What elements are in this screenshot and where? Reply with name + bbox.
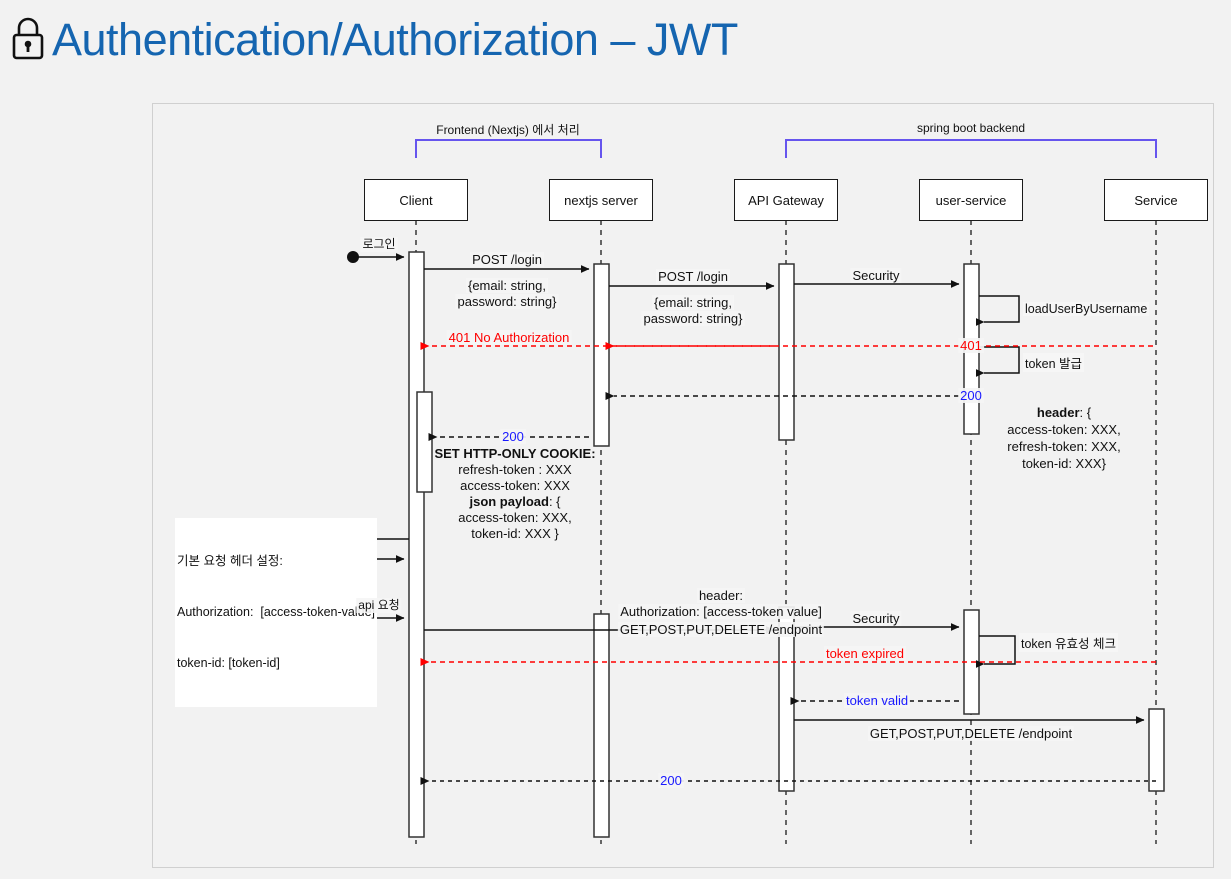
arrow-self-token-issue [976, 346, 1020, 377]
group-label-backend: spring boot backend [912, 121, 1030, 135]
note-payload-key: json payload [469, 494, 549, 509]
label-login-body-2-line1: {email: string, [651, 295, 735, 310]
arrow-self-loaduser [976, 295, 1020, 326]
note-default-header-line1: 기본 요청 헤더 설정: [177, 554, 283, 568]
note-default-request-header: 기본 요청 헤더 설정: Authorization: [access-toke… [175, 518, 378, 707]
title-text: Authentication/Authorization – JWT [52, 13, 738, 65]
lock-icon [8, 15, 48, 63]
label-api-request: api 요청 [356, 598, 402, 613]
participant-nextjs-server[interactable]: nextjs server [549, 179, 653, 221]
page-title: Authentication/Authorization – JWT [8, 8, 738, 70]
participant-label: Service [1134, 192, 1178, 208]
note-payload-title: json payload: { [434, 494, 595, 510]
diagram-canvas [347, 139, 1165, 844]
note-header-line3: token-id: XXX} [1022, 456, 1106, 471]
label-200-final: 200 [658, 773, 684, 788]
participant-api-gateway[interactable]: API Gateway [734, 179, 838, 221]
label-token-valid: token valid [844, 693, 911, 708]
participant-service[interactable]: Service [1104, 179, 1208, 221]
arrow-default-header-note [374, 538, 409, 563]
note-header-line2: refresh-token: XXX, [1007, 439, 1121, 454]
note-default-header-line2: Authorization: [access-token-value] [177, 605, 376, 619]
label-security-1: Security [850, 268, 902, 283]
participant-label: user-service [935, 192, 1007, 208]
participant-label: Client [399, 192, 433, 208]
label-authorization-value: Authorization: [access-token value] [618, 604, 824, 619]
group-label-frontend: Frontend (Nextjs) 에서 처리 [432, 121, 584, 138]
note-cookie-line2: access-token: XXX [460, 478, 570, 493]
note-header-key: header [1036, 405, 1080, 420]
label-token-validity-check: token 유효성 체크 [1019, 633, 1119, 652]
note-cookie-title: SET HTTP-ONLY COOKIE: [434, 446, 596, 461]
label-endpoint-2: GET,POST,PUT,DELETE /endpoint [867, 726, 1075, 741]
note-header-line1: access-token: XXX, [1007, 422, 1121, 437]
label-security-2: Security [850, 611, 902, 626]
group-bracket-frontend [415, 139, 602, 158]
note-payload-open: : { [548, 494, 561, 509]
label-login-body-1-line2: password: string} [455, 294, 559, 309]
note-header-open: : { [1079, 405, 1092, 420]
label-load-user-by-username: loadUserByUsername [1023, 302, 1150, 316]
arrow-self-token-check [976, 635, 1016, 668]
participant-label: nextjs server [564, 192, 638, 208]
label-login: 로그인 [360, 237, 398, 252]
participant-user-service[interactable]: user-service [919, 179, 1023, 221]
label-post-login-2: POST /login [656, 269, 730, 284]
note-cookie-line1: refresh-token : XXX [458, 462, 572, 477]
note-cookie-block: SET HTTP-ONLY COOKIE: refresh-token : XX… [434, 446, 595, 542]
label-login-body-2-line2: password: string} [641, 311, 745, 326]
label-token-expired: token expired [823, 646, 907, 661]
label-endpoint-1: GET,POST,PUT,DELETE /endpoint [617, 622, 825, 637]
label-401-no-authorization: 401 No Authorization [446, 330, 572, 345]
note-header-title: header: { [1007, 404, 1120, 421]
label-login-body-1-line1: {email: string, [465, 278, 549, 293]
note-payload-line1: access-token: XXX, [458, 510, 572, 525]
label-token-issue: token 발급 [1023, 353, 1085, 372]
participant-client[interactable]: Client [364, 179, 468, 221]
label-header-only: header: [696, 588, 746, 603]
note-payload-line2: token-id: XXX } [471, 526, 559, 541]
note-header-block: header: { access-token: XXX, refresh-tok… [1007, 404, 1120, 472]
participant-label: API Gateway [748, 192, 824, 208]
label-200-b: 200 [500, 429, 526, 444]
group-bracket-backend [785, 139, 1157, 158]
label-post-login-1: POST /login [470, 252, 544, 267]
note-default-header-line3: token-id: [token-id] [177, 656, 280, 670]
sequence-diagram: Frontend (Nextjs) 에서 처리 spring boot back… [152, 103, 1214, 868]
label-200-a: 200 [958, 388, 984, 403]
label-401: 401 [958, 338, 984, 353]
